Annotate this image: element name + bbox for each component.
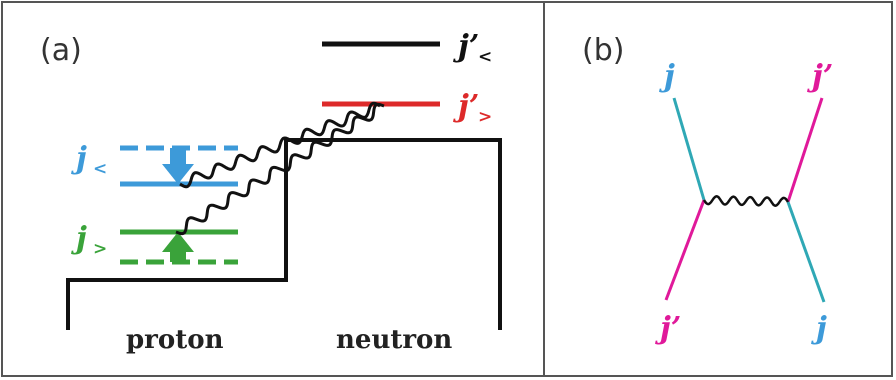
label-j-prime-less: j’ < (453, 29, 492, 67)
panel-a-label: (a) (40, 33, 82, 68)
label-j-greater-symbol: j (71, 221, 87, 256)
panel-b-label: (b) (582, 33, 624, 68)
label-j-prime-less-symbol: j’ (453, 29, 479, 64)
panel-a: (a) j’ < j’ > (40, 29, 502, 355)
label-j-prime-greater-symbol: j’ (453, 89, 479, 124)
neutron-label: neutron (336, 325, 452, 355)
label-j-prime-less-sub: < (478, 47, 492, 67)
label-j-prime-greater: j’ > (453, 89, 492, 127)
left-lower-line (664, 199, 706, 301)
label-j-less-symbol: j (71, 141, 87, 176)
label-j-prime-greater-sub: > (478, 107, 492, 127)
green-up-arrow (162, 232, 194, 262)
right-lower-line (786, 201, 826, 303)
exchange-wavy-line (702, 195, 790, 207)
panel-b: (b) j j’ j’ j (582, 33, 833, 346)
blue-down-arrow (162, 148, 194, 184)
label-j-less: j < (71, 141, 107, 179)
left-upper-line (672, 97, 706, 201)
proton-label: proton (126, 325, 224, 355)
potential-wells (66, 138, 502, 330)
wavy-line-lower (175, 102, 385, 236)
right-upper-line (786, 97, 824, 203)
label-j-greater-sub: > (93, 239, 107, 259)
label-j-less-sub: < (93, 159, 107, 179)
label-bottom-left-j-prime: j’ (655, 311, 681, 346)
label-j-greater: j > (71, 221, 107, 259)
wavy-line-upper (179, 101, 381, 189)
label-top-right-j-prime: j’ (807, 59, 833, 94)
label-bottom-right-j: j (811, 311, 827, 346)
label-top-left-j: j (659, 59, 675, 94)
